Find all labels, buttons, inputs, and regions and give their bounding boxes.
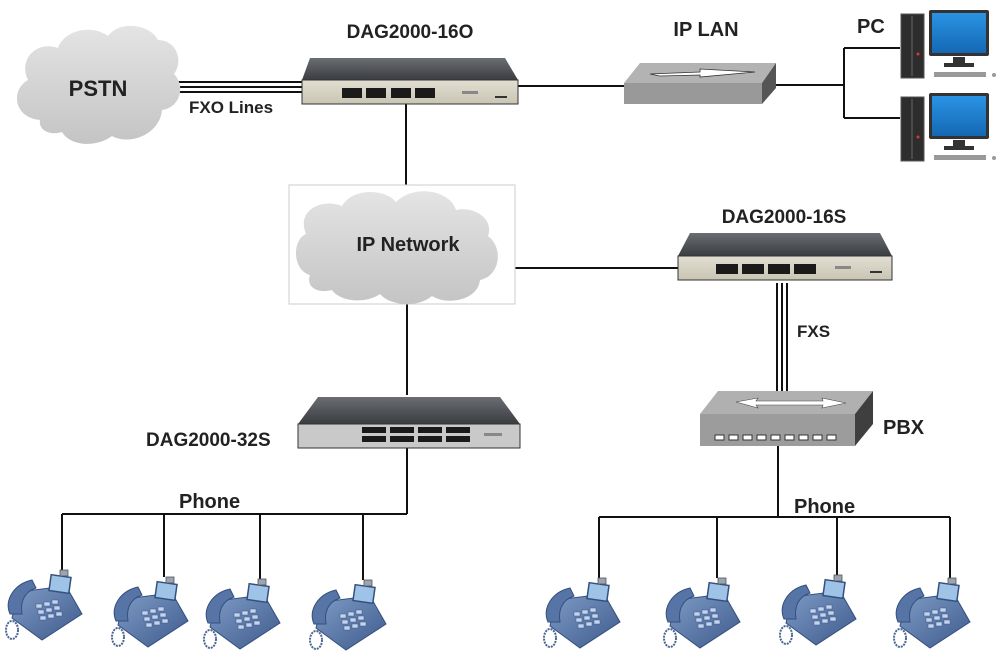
dag2000-16o-device[interactable]: DAG2000-16O <box>301 22 519 105</box>
link-iplan-pcs <box>775 47 900 119</box>
ip-network-label: IP Network <box>357 234 461 256</box>
desk-phone-icon[interactable] <box>663 577 741 649</box>
pstn-label: PSTN <box>69 76 128 101</box>
port-block <box>716 264 816 274</box>
phone-label-right: Phone <box>794 496 855 518</box>
link-dag32s-phones <box>61 447 408 580</box>
dag2000-32s-label: DAG2000-32S <box>146 430 271 451</box>
phone-label-left: Phone <box>179 491 240 513</box>
port-block <box>362 427 470 442</box>
dag2000-16s-device[interactable]: DAG2000-16S <box>677 207 893 281</box>
arrows-icon <box>649 68 756 78</box>
link-pbx-phones <box>598 446 951 578</box>
desk-phone-icon[interactable] <box>309 579 387 651</box>
link-fxo-lines <box>175 81 302 93</box>
ip-lan-switch[interactable]: IP LAN <box>624 19 776 104</box>
desk-phone-icon[interactable] <box>543 577 621 649</box>
pc-2[interactable] <box>900 93 996 162</box>
pbx-device[interactable]: PBX <box>700 391 925 446</box>
pc-label: PC <box>857 16 885 38</box>
connection-lines <box>61 47 951 580</box>
dag2000-16o-label: DAG2000-16O <box>347 22 474 43</box>
keyboard-icon <box>934 72 986 77</box>
pstn-cloud: PSTN <box>16 25 181 144</box>
ip-lan-label: IP LAN <box>673 19 738 41</box>
cloud-icon <box>16 25 181 144</box>
dag2000-32s-device[interactable]: DAG2000-32S <box>146 397 521 451</box>
phones <box>5 569 971 651</box>
link-fxs <box>776 283 788 392</box>
pc-1[interactable] <box>900 10 996 79</box>
pbx-label: PBX <box>883 417 925 439</box>
cloud-icon <box>295 191 498 305</box>
ip-network-cloud: IP Network <box>288 184 516 305</box>
desk-phone-icon[interactable] <box>111 576 189 648</box>
fxo-lines-label: FXO Lines <box>189 98 273 117</box>
port-row <box>714 434 837 441</box>
port-block <box>342 88 435 98</box>
keyboard-icon <box>934 155 986 160</box>
desk-phone-icon[interactable] <box>893 577 971 649</box>
arrows-icon <box>735 397 847 409</box>
desk-phone-icon[interactable] <box>5 569 83 641</box>
desk-phone-icon[interactable] <box>779 574 857 646</box>
fxs-label: FXS <box>797 322 830 341</box>
dag2000-16s-label: DAG2000-16S <box>722 207 847 228</box>
desk-phone-icon[interactable] <box>203 578 281 650</box>
